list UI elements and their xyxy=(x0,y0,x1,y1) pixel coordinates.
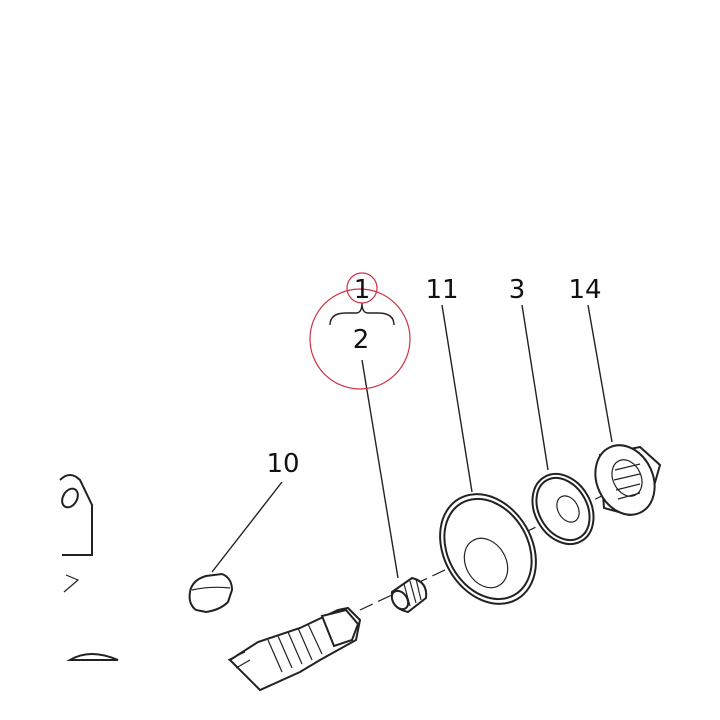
highlight-circle-2 xyxy=(309,288,411,390)
leader-line-3 xyxy=(521,304,549,471)
leader-line-10 xyxy=(211,481,283,573)
leader-line-14 xyxy=(587,304,613,443)
label-14: 14 xyxy=(568,275,601,305)
shaft-part xyxy=(227,606,362,692)
key-part xyxy=(188,572,234,614)
highlight-circle-1 xyxy=(346,272,378,304)
set-screw-part xyxy=(390,576,428,614)
leader-line-2 xyxy=(361,359,399,579)
label-10: 10 xyxy=(266,449,299,479)
spacer-part xyxy=(531,473,595,545)
label-1: 1 xyxy=(354,275,371,305)
leader-line-11 xyxy=(441,304,473,493)
housing-part xyxy=(59,474,119,661)
label-11: 11 xyxy=(425,275,458,305)
label-3: 3 xyxy=(509,275,526,305)
washer-part xyxy=(439,493,537,605)
label-2: 2 xyxy=(353,325,370,355)
assembly-brace xyxy=(329,302,395,326)
nut-part xyxy=(594,444,662,517)
